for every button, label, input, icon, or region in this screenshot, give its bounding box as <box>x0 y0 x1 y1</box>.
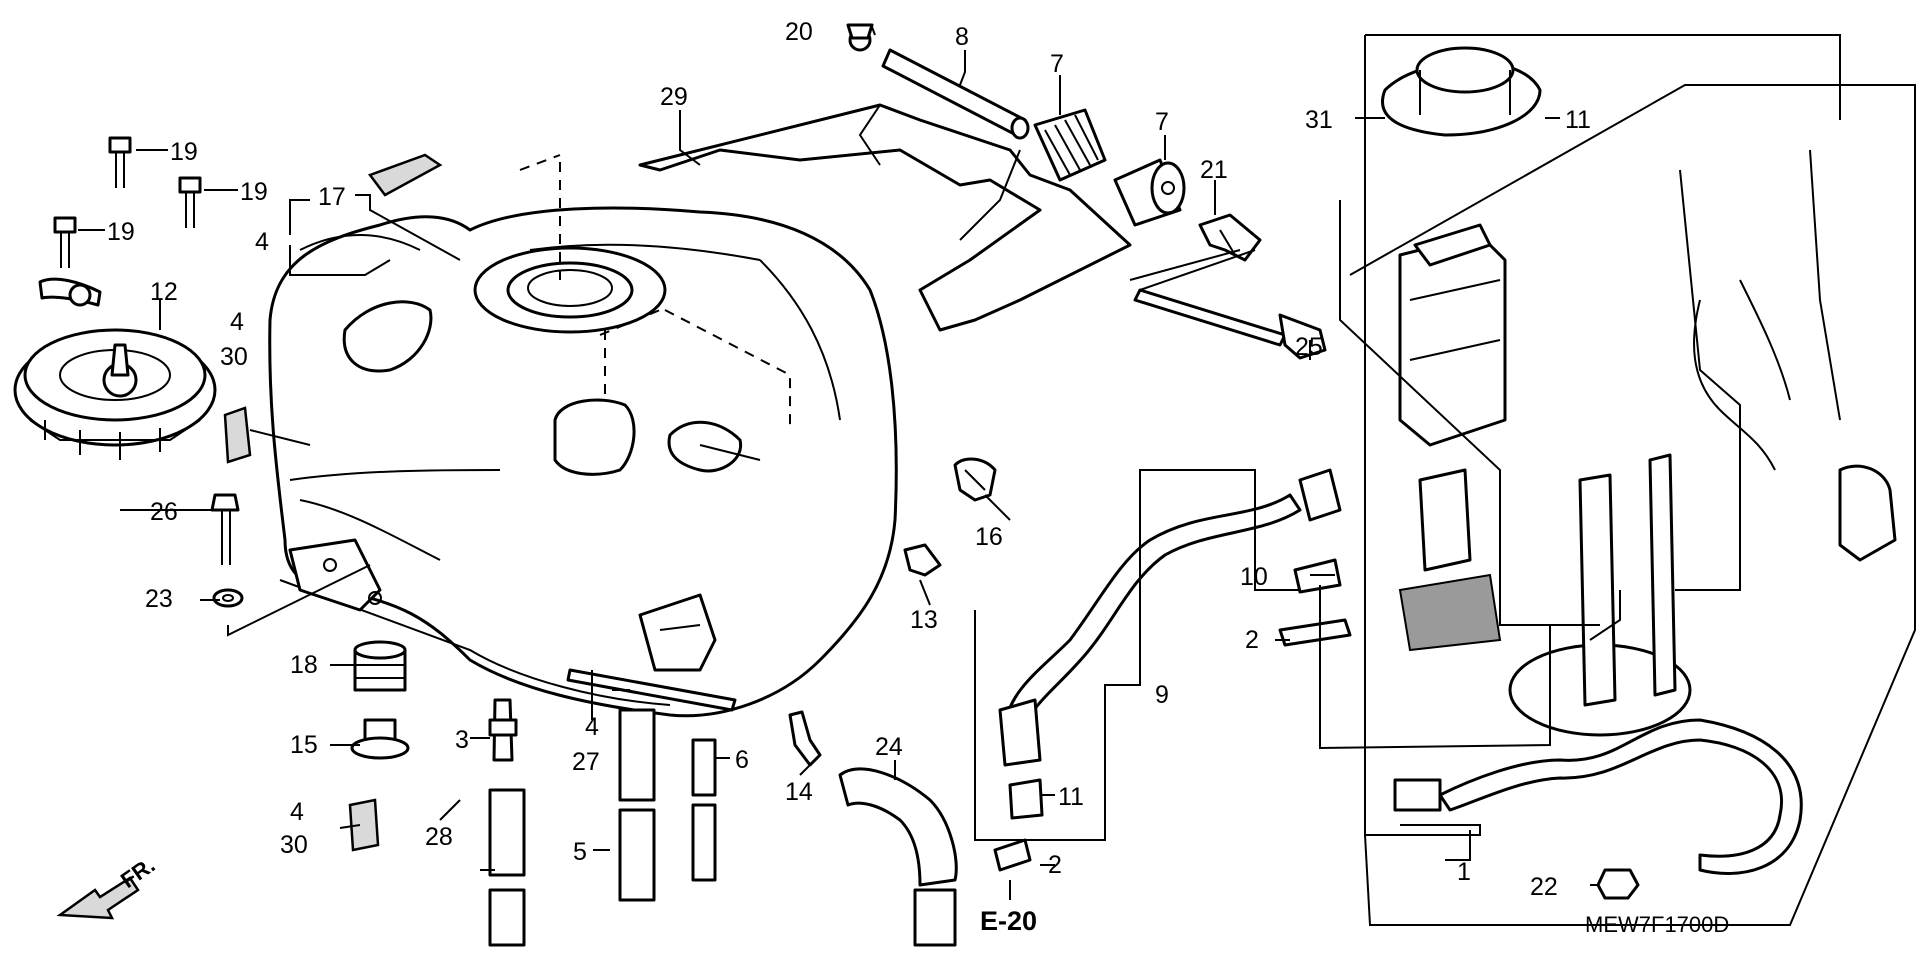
collar-part-15 <box>350 718 410 760</box>
callout-4-c: 4 <box>290 798 304 826</box>
bolts-part-19 <box>53 136 202 268</box>
clamp-part-11 <box>1008 558 1342 820</box>
front-direction-arrow <box>56 876 140 920</box>
callout-4-d: 4 <box>585 713 599 741</box>
diagram-code: MEW7F1700D <box>1585 912 1729 937</box>
fitting-part-3 <box>488 698 518 762</box>
callout-21: 21 <box>1200 156 1228 184</box>
callout-12: 12 <box>150 278 178 306</box>
callout-7-upper: 7 <box>1050 50 1064 78</box>
strip-part-28 <box>566 668 737 712</box>
callout-27: 26 <box>150 498 178 526</box>
nut-part-22 <box>1596 868 1640 900</box>
callout-2-a: 2 <box>1245 626 1259 654</box>
callout-7-lower: 7 <box>1155 108 1169 136</box>
callout-30-b: 30 <box>280 831 308 859</box>
callout-3: 3 <box>455 726 469 754</box>
assembly-outline <box>974 34 1916 926</box>
rear-bracket <box>638 103 1132 332</box>
callout-11-b: 11 <box>1058 783 1084 811</box>
callout-20: 20 <box>785 18 813 46</box>
callout-4-a: 4 <box>255 228 269 256</box>
callout-29: 29 <box>660 83 688 111</box>
callout-11-a: 10 <box>1240 563 1268 591</box>
callout-24: 24 <box>875 733 903 761</box>
callout-31: 31 <box>1305 106 1333 134</box>
pad-part-30-upper <box>223 406 252 464</box>
callout-26: 25 <box>1295 333 1323 361</box>
pad-part-30-lower <box>348 798 380 852</box>
fitting-part-14 <box>788 710 822 767</box>
callout-14: 14 <box>785 778 813 806</box>
callout-16: 17 <box>318 183 346 211</box>
callout-23: 23 <box>145 585 173 613</box>
callout-6: 6 <box>735 746 749 774</box>
callout-labels: 20 8 7 7 21 25 29 31 11 19 19 19 17 4 12… <box>107 18 1591 901</box>
callout-22: 22 <box>1530 873 1558 901</box>
grommet-part-20 <box>846 23 874 52</box>
filter-part-7-lower <box>1113 158 1186 227</box>
callout-5: 5 <box>573 838 587 866</box>
callout-4-b: 4 <box>230 308 244 336</box>
callout-8: 8 <box>955 23 969 51</box>
callout-30-a: 30 <box>220 343 248 371</box>
callout-19-a: 19 <box>170 138 198 166</box>
callout-17: 16 <box>975 523 1003 551</box>
callout-15: 15 <box>290 731 318 759</box>
clip-part-21 <box>1198 213 1262 262</box>
callout-2-b: 2 <box>1048 851 1062 879</box>
hose-part-24 <box>838 767 958 947</box>
clip-part-17 <box>953 457 997 502</box>
fuel-cap-part-12 <box>13 277 217 460</box>
leader-lines <box>78 26 1598 900</box>
callout-9: 9 <box>1155 681 1169 709</box>
pipe-part-8 <box>881 48 1030 140</box>
clip-part-2 <box>993 618 1352 872</box>
bolt-part-27 <box>210 493 240 565</box>
callout-18: 18 <box>290 651 318 679</box>
cushion-part-13 <box>903 543 942 577</box>
callout-13: 13 <box>910 606 938 634</box>
callout-19-b: 19 <box>240 178 268 206</box>
fuel-pump-assembly-part-31 <box>1381 46 1897 875</box>
washer-part-23 <box>212 588 244 608</box>
filter-part-7-upper <box>1033 108 1107 182</box>
callout-19-c: 19 <box>107 218 135 246</box>
tube-part-25 <box>488 788 526 947</box>
tube-part-5 <box>618 708 656 902</box>
pad-part-16 <box>367 153 443 197</box>
callout-1: 1 <box>1457 858 1471 886</box>
callout-10: 11 <box>1565 106 1591 134</box>
bolt-part-26 <box>1133 288 1327 360</box>
callout-28: 27 <box>572 748 600 776</box>
rubber-part-18 <box>353 640 407 692</box>
callout-25: 28 <box>425 823 453 851</box>
reference-e-20: E-20 <box>980 906 1037 936</box>
fuel-hose-part-9 <box>998 468 1342 767</box>
tube-part-6 <box>691 738 717 882</box>
fuel-tank <box>268 154 898 718</box>
